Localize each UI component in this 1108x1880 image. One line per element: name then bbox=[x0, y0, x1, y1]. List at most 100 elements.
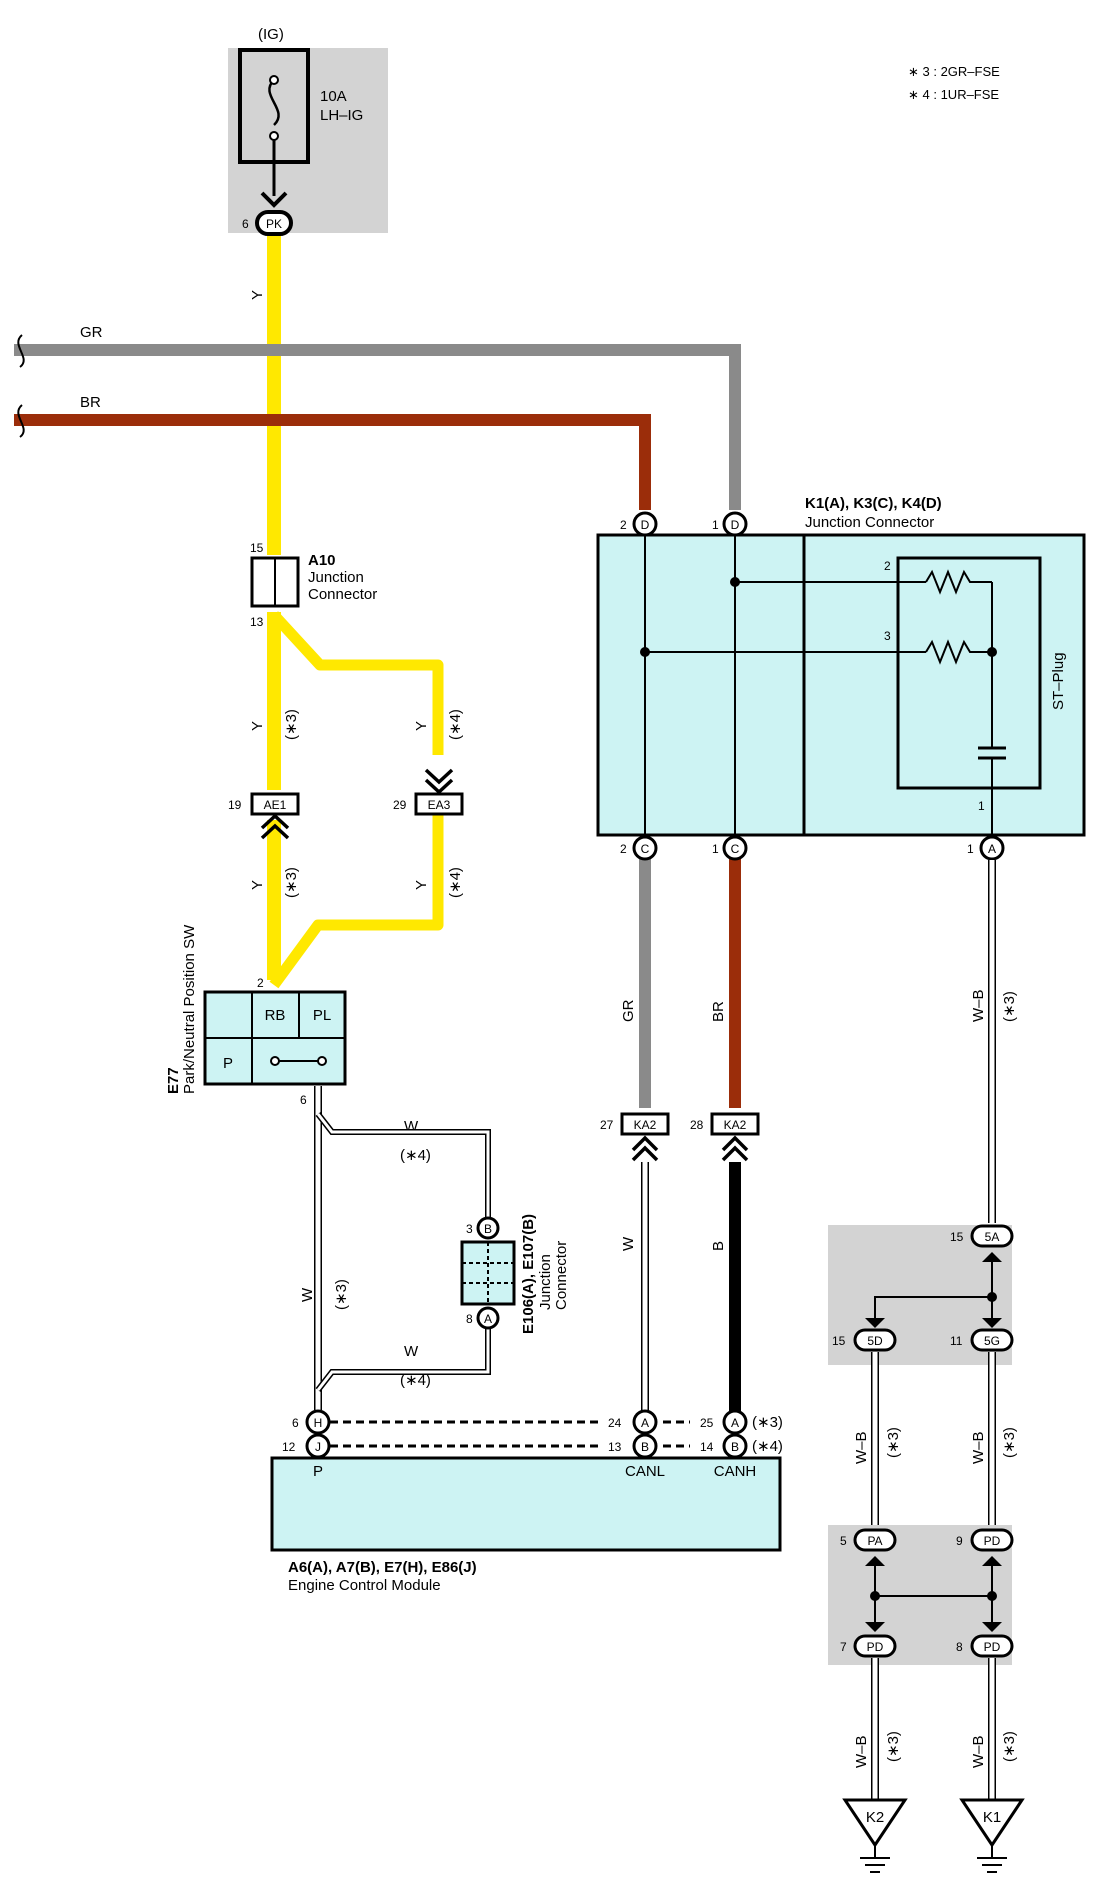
pin-number: 2 bbox=[884, 559, 891, 573]
pin-number: 1 bbox=[978, 799, 985, 813]
pin-number: 5 bbox=[840, 1534, 847, 1548]
legend-item: ∗ 4 : 1UR–FSE bbox=[908, 87, 999, 102]
connector-label: EA3 bbox=[428, 798, 451, 812]
legend: ∗ 3 : 2GR–FSE ∗ 4 : 1UR–FSE bbox=[908, 64, 1000, 102]
wire-label: W–B bbox=[853, 1431, 870, 1464]
yellow-wires bbox=[267, 232, 444, 989]
fuse-supply: (IG) bbox=[258, 26, 284, 43]
pin-number: 3 bbox=[466, 1222, 473, 1236]
fuse-icon bbox=[268, 79, 280, 126]
connector-label: PD bbox=[867, 1640, 884, 1654]
connector-desc: Park/Neutral Position SW bbox=[181, 924, 198, 1094]
connector-label: B bbox=[484, 1222, 492, 1236]
pin-number: 1 bbox=[967, 842, 974, 856]
white-wires bbox=[314, 1086, 491, 1410]
wire-labels: GR BR Y Y (∗3) Y (∗4) Y (∗3) Y (∗4) GR B… bbox=[80, 290, 1018, 1768]
pin-number: 15 bbox=[250, 541, 264, 555]
wire-label: BR bbox=[710, 1001, 727, 1022]
ground-k1: K1 bbox=[959, 1798, 1025, 1873]
switch-terminal: PL bbox=[313, 1007, 331, 1024]
pin-number: 8 bbox=[956, 1640, 963, 1654]
pin-number: 2 bbox=[620, 518, 627, 532]
pin-note: (∗4) bbox=[752, 1438, 783, 1455]
connector-label: D bbox=[731, 518, 740, 532]
pin-number: 24 bbox=[608, 1416, 622, 1430]
connector-a10: 15 13 A10 Junction Connector bbox=[250, 541, 377, 629]
pin-number: 15 bbox=[950, 1230, 964, 1244]
connector-desc: Engine Control Module bbox=[288, 1577, 441, 1594]
connector-ea3: EA3 29 bbox=[393, 768, 464, 816]
connector-desc: Junction Connector bbox=[805, 514, 934, 531]
wb-wires-bottom bbox=[871, 1658, 996, 1800]
connector-pk: PK 6 bbox=[242, 210, 293, 236]
wire-label: W–B bbox=[970, 989, 987, 1022]
ground-label: K1 bbox=[983, 1809, 1001, 1826]
connector-label: 5G bbox=[984, 1334, 1000, 1348]
pin-number: 9 bbox=[956, 1534, 963, 1548]
connector-label: D bbox=[641, 518, 650, 532]
connector-label: B bbox=[641, 1440, 649, 1454]
ground-junction-lower: PA 5 PD 9 PD 7 PD 8 bbox=[828, 1525, 1014, 1665]
connector-label: B bbox=[731, 1440, 739, 1454]
ecm-terminal: CANL bbox=[625, 1463, 665, 1480]
wire-note: (∗3) bbox=[885, 1731, 902, 1762]
wire-note: (∗3) bbox=[885, 1427, 902, 1458]
fuse-block: (IG) 10A LH–IG bbox=[228, 26, 388, 233]
ground-k2: K2 bbox=[842, 1798, 908, 1873]
connector-k1: 2 3 1 ST–Plug K1(A), K3(C), K4(D) Juncti… bbox=[596, 495, 1086, 861]
pin-number: 29 bbox=[393, 798, 407, 812]
connector-ka2-27: KA2 27 bbox=[600, 1112, 670, 1412]
switch-e77: RB PL P 2 6 E77 Park/Neutral Position SW bbox=[165, 924, 347, 1107]
pin-number: 2 bbox=[257, 976, 264, 990]
wire-note: (∗3) bbox=[1001, 1427, 1018, 1458]
connector-id: E106(A), E107(B) bbox=[520, 1214, 537, 1334]
pin-number: 7 bbox=[840, 1640, 847, 1654]
ground-icon bbox=[842, 1798, 908, 1848]
pin-number: 2 bbox=[620, 842, 627, 856]
connector-e106: B 3 A 8 E106(A), E107(B) Junction Connec… bbox=[460, 1214, 570, 1334]
ecm-terminal: P bbox=[313, 1463, 323, 1480]
connector-label: 5D bbox=[867, 1334, 883, 1348]
connector-ka2-28: KA2 28 bbox=[690, 1112, 760, 1412]
engine-control-module: P CANL CANH A6(A), A7(B), E7(H), E86(J) … bbox=[270, 1456, 782, 1594]
wb-wires-mid bbox=[871, 1352, 996, 1528]
pin-number: 27 bbox=[600, 1118, 614, 1132]
pin-note: (∗3) bbox=[752, 1414, 783, 1431]
connector-id: K1(A), K3(C), K4(D) bbox=[805, 495, 942, 512]
ecm-terminal: CANH bbox=[714, 1463, 757, 1480]
wire-label: W bbox=[299, 1287, 316, 1302]
connector-desc: Connector bbox=[308, 586, 377, 603]
resistor-icon bbox=[925, 569, 992, 595]
wire-label: W–B bbox=[970, 1735, 987, 1768]
wire-label: Y bbox=[413, 880, 430, 890]
connector-id: E77 bbox=[165, 1067, 182, 1094]
pin-number: 28 bbox=[690, 1118, 704, 1132]
switch-terminal: P bbox=[223, 1055, 233, 1072]
connector-label: PA bbox=[867, 1534, 882, 1548]
wire-label: Y bbox=[249, 880, 266, 890]
connector-label: PK bbox=[266, 217, 282, 231]
connector-label: H bbox=[314, 1416, 323, 1430]
pin-number: 6 bbox=[292, 1416, 299, 1430]
connector-desc: Junction bbox=[308, 569, 364, 586]
switch-terminal: RB bbox=[265, 1007, 286, 1024]
wire-label: B bbox=[710, 1241, 727, 1251]
pin-number: 1 bbox=[712, 842, 719, 856]
connector-label: J bbox=[315, 1440, 321, 1454]
connector-label: A bbox=[988, 842, 996, 856]
pin-number: 25 bbox=[700, 1416, 714, 1430]
wire-note: (∗4) bbox=[447, 709, 464, 740]
wire-note: (∗4) bbox=[447, 867, 464, 898]
pin-number: 11 bbox=[950, 1334, 963, 1348]
wire-label: Y bbox=[413, 721, 430, 731]
connector-desc: Junction bbox=[537, 1254, 554, 1310]
wire-label: W–B bbox=[970, 1431, 987, 1464]
connector-label: AE1 bbox=[264, 798, 287, 812]
fuse-rating: 10A bbox=[320, 88, 347, 105]
pin-number: 19 bbox=[228, 798, 242, 812]
pin-number: 15 bbox=[832, 1334, 846, 1348]
wire-note: (∗3) bbox=[1001, 991, 1018, 1022]
connector-label: KA2 bbox=[634, 1118, 657, 1132]
connector-label: A bbox=[641, 1416, 649, 1430]
